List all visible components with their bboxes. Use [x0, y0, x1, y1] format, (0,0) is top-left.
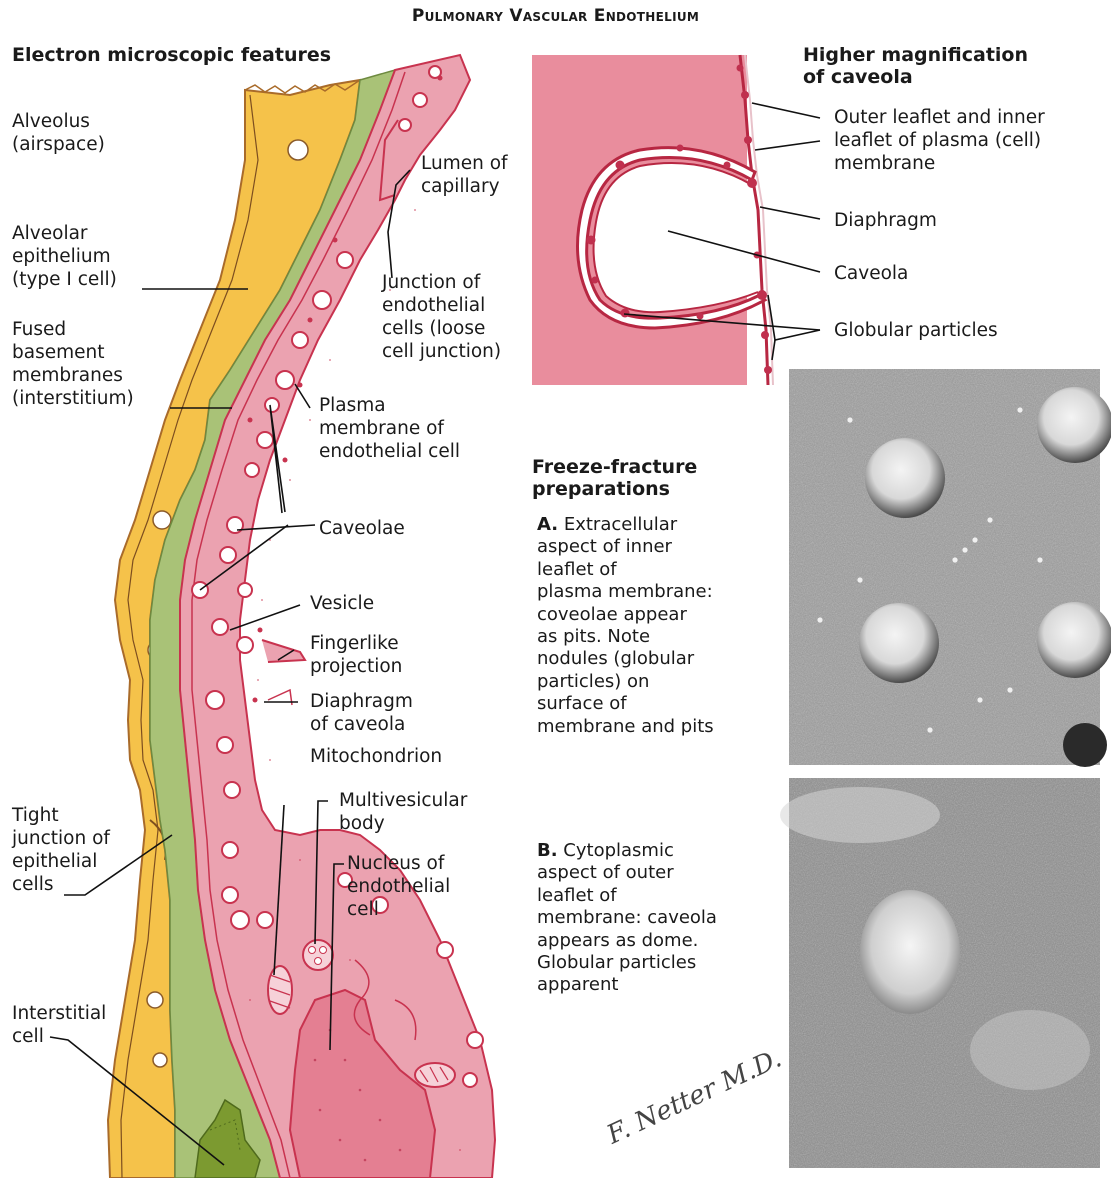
- label-vesicle: Vesicle: [310, 592, 374, 615]
- label-caveola: Caveola: [834, 262, 908, 285]
- mitochondrion: [268, 966, 292, 1014]
- em-heading: Electron microscopic features: [12, 44, 331, 66]
- higher-mag-heading: Higher magnification of caveola: [803, 44, 1028, 88]
- label-alveolus: Alveolus(airspace): [12, 110, 105, 156]
- caveola-magnified: [532, 55, 773, 385]
- page-title: Pulmonary Vascular Endothelium: [0, 6, 1111, 26]
- label-globular-particles: Globular particles: [834, 319, 998, 342]
- freeze-fracture-photo-a: [789, 369, 1111, 767]
- freeze-fracture-photo-b: [780, 778, 1100, 1168]
- multivesicular-body: [303, 940, 333, 970]
- endothelium-band: [180, 55, 495, 1178]
- label-caveolae: Caveolae: [319, 517, 405, 540]
- label-mitochondrion: Mitochondrion: [310, 745, 442, 768]
- label-caveola-diaphragm: Diaphragm: [834, 209, 937, 232]
